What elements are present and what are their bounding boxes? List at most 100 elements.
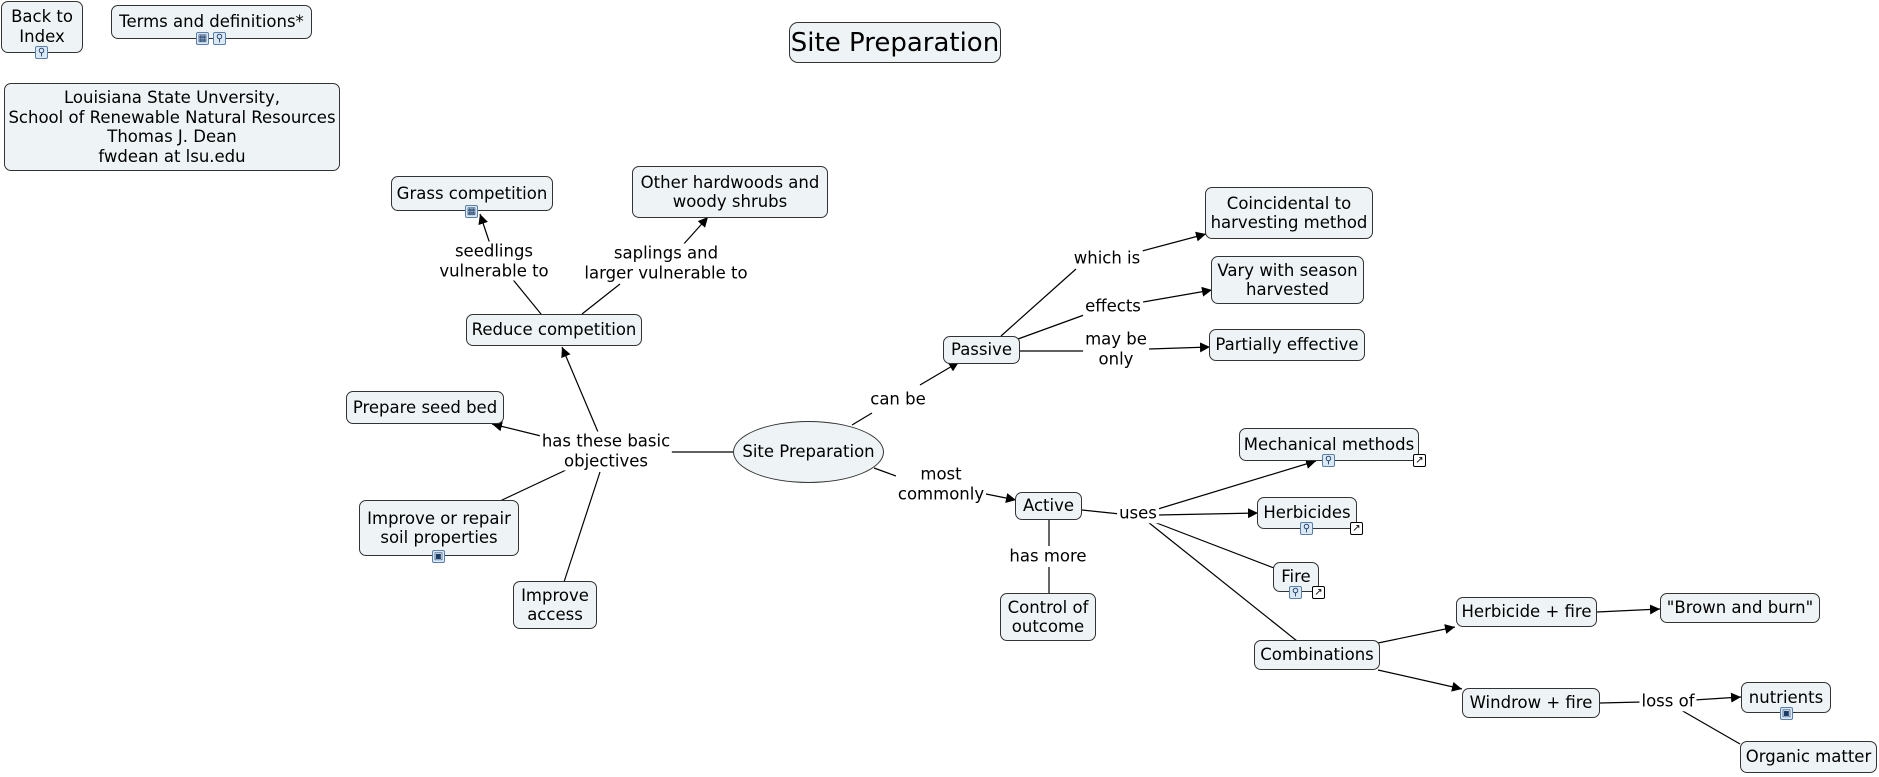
link-label-which-is: which is: [1071, 248, 1143, 268]
link-reduce-saplings: [581, 283, 621, 315]
node-organic-matter[interactable]: Organic matter: [1740, 741, 1877, 773]
node-brown-and-burn[interactable]: "Brown and burn": [1660, 593, 1820, 623]
back-to-index-label: Back to Index: [11, 7, 73, 46]
concept-map-icon[interactable]: ⚲: [213, 32, 226, 45]
node-other-hardwoods[interactable]: Other hardwoods and woody shrubs: [632, 166, 828, 218]
link-label-most-commonly: most commonly: [895, 464, 987, 504]
node-combinations[interactable]: Combinations: [1254, 640, 1380, 670]
page-title: Site Preparation: [789, 22, 1001, 63]
node-label: Control of outcome: [1007, 597, 1089, 637]
node-improve-soil[interactable]: Improve or repair soil properties: [359, 500, 519, 556]
link-label-objectives: has these basic objectives: [539, 431, 673, 471]
link-uses-combinations: [1147, 521, 1298, 642]
node-windrow-fire[interactable]: Windrow + fire: [1462, 688, 1600, 718]
node-label: Improve access: [521, 585, 589, 625]
node-label: "Brown and burn": [1666, 598, 1814, 618]
center-node-site-preparation[interactable]: Site Preparation: [733, 421, 884, 483]
node-control-outcome[interactable]: Control of outcome: [1000, 593, 1096, 641]
link-herbfire-brown: [1596, 604, 1661, 615]
node-label: Active: [1022, 496, 1075, 516]
node-label: Prepare seed bed: [352, 397, 498, 417]
link-reduce-seedlings: [509, 275, 542, 315]
link-passive-effects: [1017, 314, 1085, 340]
node-prepare-seed-bed[interactable]: Prepare seed bed: [346, 391, 504, 424]
link-seedlings-grass: [478, 213, 491, 245]
page-title-text: Site Preparation: [790, 27, 1000, 58]
link-label-effects: effects: [1083, 296, 1143, 316]
node-improve-access[interactable]: Improve access: [513, 581, 597, 629]
link-effects-vary: [1142, 286, 1213, 303]
center-node-label: Site Preparation: [742, 442, 875, 462]
concept-map-icon[interactable]: ⚲: [35, 46, 48, 59]
node-label: Grass competition: [396, 183, 548, 203]
link-whichis-coincidental: [1141, 231, 1207, 252]
link-passive-whichis: [1000, 268, 1077, 337]
link-objectives-seedbed: [491, 421, 546, 438]
link-center-mostcommonly: [873, 467, 897, 477]
link-saplings-hardwoods: [681, 216, 709, 247]
credits-text: Louisiana State Unversity, School of Ren…: [8, 88, 336, 166]
link-objectives-soil: [499, 469, 567, 502]
node-label: Passive: [950, 340, 1012, 360]
node-label: Mechanical methods: [1243, 434, 1415, 454]
link-label-may-be-only: may be only: [1083, 329, 1149, 369]
node-coincidental[interactable]: Coincidental to harvesting method: [1205, 187, 1373, 239]
link-label-seedlings: seedlings vulnerable to: [437, 241, 551, 281]
external-link-icon[interactable]: ↗: [1413, 454, 1426, 467]
link-mayonly-partial: [1148, 342, 1211, 353]
node-label: Reduce competition: [471, 320, 637, 340]
node-label: nutrients: [1748, 687, 1824, 707]
link-lossof-nutrients: [1693, 692, 1742, 703]
terms-definitions-node[interactable]: Terms and definitions*: [111, 5, 312, 39]
link-combinations-herbfire: [1377, 624, 1456, 644]
link-combinations-windrow: [1377, 669, 1463, 692]
link-objectives-reduce: [561, 346, 599, 433]
node-label: Herbicides: [1263, 503, 1351, 523]
external-link-icon[interactable]: ↗: [1312, 586, 1325, 599]
link-uses-herbicides: [1157, 508, 1259, 519]
table-icon[interactable]: ▦: [196, 32, 209, 45]
node-label: Windrow + fire: [1469, 693, 1593, 713]
link-center-canbe: [851, 412, 873, 426]
link-label-uses: uses: [1117, 503, 1159, 523]
table-icon[interactable]: ▦: [465, 205, 478, 218]
node-label: Coincidental to harvesting method: [1210, 193, 1368, 233]
link-windrow-lossof: [1599, 701, 1643, 704]
node-herbicide-fire[interactable]: Herbicide + fire: [1456, 597, 1597, 627]
node-label: Improve or repair soil properties: [367, 508, 511, 548]
node-vary-season[interactable]: Vary with season harvested: [1211, 256, 1364, 304]
link-canbe-passive: [919, 361, 960, 386]
node-mechanical-methods[interactable]: Mechanical methods: [1239, 428, 1419, 461]
image-icon[interactable]: ▣: [432, 550, 445, 563]
concept-map-icon[interactable]: ⚲: [1289, 586, 1302, 599]
node-label: Partially effective: [1215, 335, 1359, 355]
node-passive[interactable]: Passive: [943, 336, 1020, 364]
link-active-uses: [1081, 509, 1121, 515]
node-label: Fire: [1281, 567, 1311, 587]
link-label-has-more: has more: [1007, 546, 1089, 566]
node-reduce-competition[interactable]: Reduce competition: [466, 314, 642, 346]
node-label: Combinations: [1260, 645, 1374, 665]
link-mostcommonly-active: [985, 493, 1017, 503]
link-label-saplings: saplings and larger vulnerable to: [582, 243, 750, 283]
link-lossof-organic: [1680, 709, 1741, 745]
link-objectives-access: [563, 471, 601, 583]
link-uses-mechanical: [1157, 459, 1317, 510]
back-to-index-node[interactable]: Back to Index: [1, 1, 83, 53]
external-link-icon[interactable]: ↗: [1350, 522, 1363, 535]
node-active[interactable]: Active: [1015, 492, 1082, 520]
link-uses-fire: [1153, 521, 1275, 569]
node-partially-effective[interactable]: Partially effective: [1209, 329, 1365, 361]
node-label: Organic matter: [1745, 747, 1872, 767]
concept-map-icon[interactable]: ⚲: [1322, 454, 1335, 467]
concept-map-icon[interactable]: ⚲: [1300, 522, 1313, 535]
link-label-can-be: can be: [868, 389, 928, 409]
node-label: Other hardwoods and woody shrubs: [640, 172, 820, 212]
terms-definitions-label: Terms and definitions*: [119, 12, 304, 32]
node-herbicides[interactable]: Herbicides: [1257, 497, 1357, 529]
node-label: Herbicide + fire: [1461, 602, 1592, 622]
node-label: Vary with season harvested: [1217, 260, 1358, 300]
credits-node: Louisiana State Unversity, School of Ren…: [4, 83, 340, 171]
image-icon[interactable]: ▣: [1780, 707, 1793, 720]
